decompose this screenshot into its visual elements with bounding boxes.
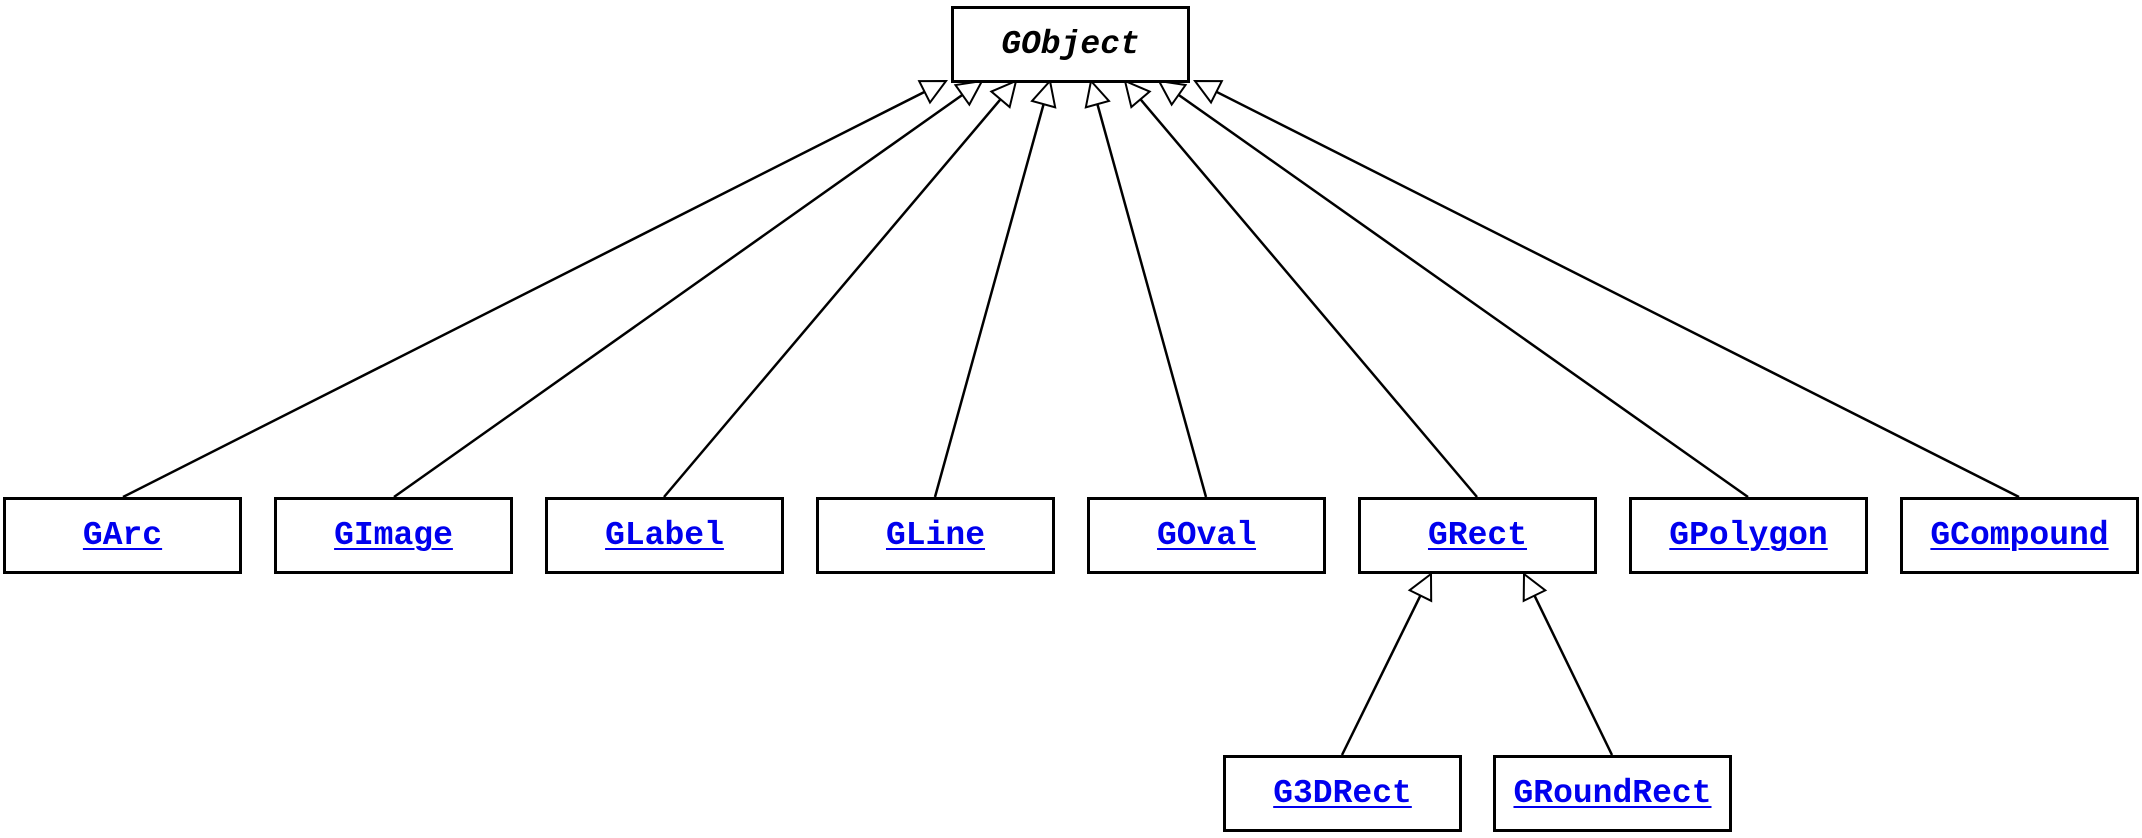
edge-grect-line xyxy=(1139,98,1478,498)
edge-gcompound-line xyxy=(1215,90,2020,499)
edge-groundrect-line xyxy=(1533,595,1614,756)
class-link-glabel[interactable]: GLabel xyxy=(605,517,724,554)
edge-goval-line xyxy=(1096,103,1208,498)
class-link-gline[interactable]: GLine xyxy=(885,517,986,554)
edge-g3drect-line xyxy=(1340,594,1422,756)
edge-g3drect-arrowhead xyxy=(1407,571,1433,603)
edge-grect-arrowhead xyxy=(1123,79,1152,109)
class-link-gimage[interactable]: GImage xyxy=(334,517,453,554)
class-box-gline: GLine xyxy=(816,497,1055,574)
edge-gline-line xyxy=(933,103,1045,498)
edge-gline-arrowhead xyxy=(1030,78,1057,109)
edge-garc-line xyxy=(122,90,926,499)
class-link-grect[interactable]: GRect xyxy=(1427,517,1528,554)
class-link-gcompound[interactable]: GCompound xyxy=(1930,517,2109,554)
class-link-g3drect[interactable]: G3DRect xyxy=(1273,775,1412,812)
class-link-goval[interactable]: GOval xyxy=(1156,517,1257,554)
edge-goval-arrowhead xyxy=(1084,78,1111,109)
class-box-gobject: GObject xyxy=(951,6,1190,83)
class-box-grect: GRect xyxy=(1358,497,1597,574)
edge-gpolygon-arrowhead xyxy=(1157,79,1188,107)
class-name-gobject: GObject xyxy=(1001,26,1140,63)
class-box-gimage: GImage xyxy=(274,497,513,574)
edge-glabel-line xyxy=(663,98,1002,498)
class-link-gpolygon[interactable]: GPolygon xyxy=(1669,517,1828,554)
edge-groundrect-arrowhead xyxy=(1522,571,1548,603)
class-box-glabel: GLabel xyxy=(545,497,784,574)
edge-gimage-line xyxy=(393,93,964,499)
edge-gimage-arrowhead xyxy=(953,79,984,107)
class-box-groundrect: GRoundRect xyxy=(1493,755,1732,832)
class-box-g3drect: G3DRect xyxy=(1223,755,1462,832)
class-link-groundrect[interactable]: GRoundRect xyxy=(1513,775,1712,812)
class-box-gpolygon: GPolygon xyxy=(1629,497,1868,574)
class-box-garc: GArc xyxy=(3,497,242,574)
edge-garc-arrowhead xyxy=(917,79,948,105)
edge-glabel-arrowhead xyxy=(989,79,1018,109)
edge-gpolygon-line xyxy=(1177,93,1749,499)
class-box-goval: GOval xyxy=(1087,497,1326,574)
edge-gcompound-arrowhead xyxy=(1193,79,1224,105)
class-box-gcompound: GCompound xyxy=(1900,497,2139,574)
class-link-garc[interactable]: GArc xyxy=(82,517,163,554)
